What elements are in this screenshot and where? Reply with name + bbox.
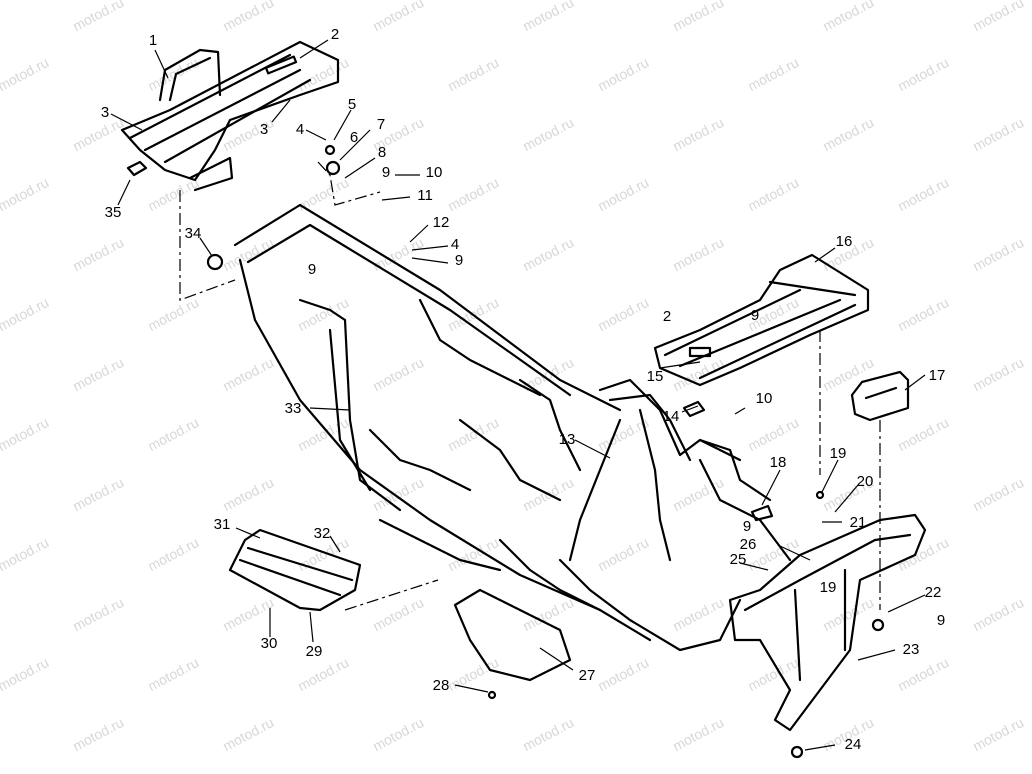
callout-4a: 4 xyxy=(295,121,305,138)
callout-17: 17 xyxy=(928,367,946,384)
callout-19a: 19 xyxy=(829,445,847,462)
callout-24: 24 xyxy=(844,736,862,753)
callout-10a: 10 xyxy=(425,164,443,181)
callout-27: 27 xyxy=(578,667,596,684)
front-bumper xyxy=(728,513,927,732)
callout-19b: 19 xyxy=(819,579,837,596)
callout-5: 5 xyxy=(347,96,357,113)
callout-2a: 2 xyxy=(330,26,340,43)
callout-4b: 4 xyxy=(450,236,460,253)
callout-3a: 3 xyxy=(100,104,110,121)
callout-9a: 9 xyxy=(381,164,391,181)
callout-33: 33 xyxy=(284,400,302,417)
callout-9d: 9 xyxy=(750,307,760,324)
callout-29: 29 xyxy=(305,643,323,660)
callout-12: 12 xyxy=(432,214,450,231)
callout-3b: 3 xyxy=(259,121,269,138)
callout-13: 13 xyxy=(558,431,576,448)
callout-2b: 2 xyxy=(662,308,672,325)
callout-18: 18 xyxy=(769,454,787,471)
callout-28: 28 xyxy=(432,677,450,694)
headlight-pod xyxy=(850,370,910,422)
callout-9b: 9 xyxy=(307,261,317,278)
callout-16: 16 xyxy=(835,233,853,250)
rear-rack xyxy=(120,40,340,192)
callout-8: 8 xyxy=(377,144,387,161)
callout-25: 25 xyxy=(729,551,747,568)
skid-plate xyxy=(453,588,572,682)
callout-15: 15 xyxy=(646,368,664,385)
callout-6: 6 xyxy=(349,129,359,146)
dashed-alignment-lines xyxy=(179,161,881,611)
callout-34: 34 xyxy=(184,225,202,242)
callout-30: 30 xyxy=(260,635,278,652)
callout-7: 7 xyxy=(376,116,386,133)
callout-11: 11 xyxy=(417,187,433,204)
callout-21: 21 xyxy=(849,514,867,531)
callout-26: 26 xyxy=(739,536,757,553)
callout-10b: 10 xyxy=(755,390,773,407)
callout-1: 1 xyxy=(148,32,158,49)
main-frame xyxy=(233,203,792,652)
front-rack xyxy=(653,253,870,387)
callout-23: 23 xyxy=(902,641,920,658)
leader-lines xyxy=(110,39,926,751)
callout-32: 32 xyxy=(313,525,331,542)
callout-9f: 9 xyxy=(936,612,946,629)
callout-9c: 9 xyxy=(454,252,464,269)
callout-20: 20 xyxy=(856,473,874,490)
callout-31: 31 xyxy=(213,516,231,533)
callout-35: 35 xyxy=(104,204,122,221)
callout-9e: 9 xyxy=(742,518,752,535)
callout-14: 14 xyxy=(662,408,680,425)
callout-22: 22 xyxy=(924,584,942,601)
footrest xyxy=(228,528,362,612)
